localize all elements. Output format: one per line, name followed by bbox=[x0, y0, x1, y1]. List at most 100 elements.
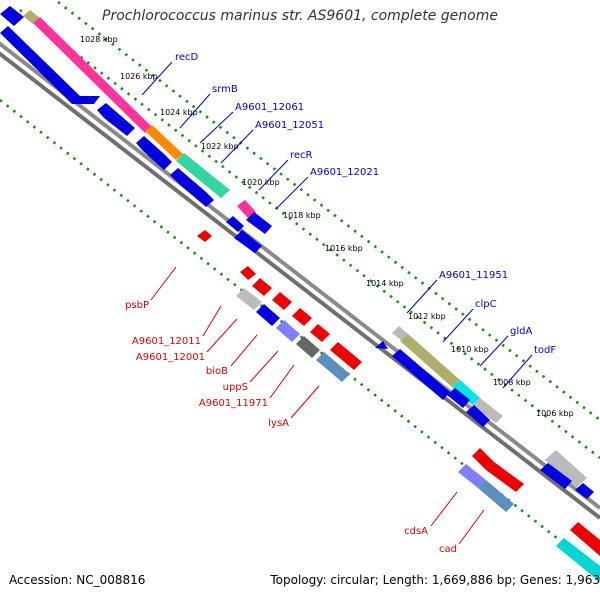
cds-feature[interactable] bbox=[310, 324, 330, 342]
label-leader-line bbox=[220, 129, 254, 164]
label-leader-line bbox=[269, 364, 295, 399]
gene-label[interactable]: clpC bbox=[475, 299, 497, 310]
ruler-tick-label: 1006 kbp bbox=[536, 409, 574, 418]
gene-label[interactable]: A9601_12051 bbox=[255, 120, 324, 131]
gene-label[interactable]: A9601_12021 bbox=[310, 167, 379, 178]
cds-feature[interactable] bbox=[97, 103, 135, 136]
cds-feature-psbP[interactable] bbox=[197, 230, 212, 242]
cds-feature[interactable] bbox=[252, 278, 272, 296]
label-leader-line bbox=[150, 266, 177, 301]
ruler-tick-label: 1016 kbp bbox=[325, 244, 363, 253]
cds-feature-recR[interactable] bbox=[237, 200, 256, 218]
cds-feature-cad[interactable] bbox=[478, 480, 514, 512]
genome-backbone bbox=[0, 41, 600, 520]
backbone-line-outer bbox=[0, 41, 600, 510]
cds-feature[interactable] bbox=[575, 483, 594, 499]
cds-feature[interactable] bbox=[136, 136, 172, 170]
gene-label[interactable]: A9601_12061 bbox=[235, 102, 304, 113]
ruler-tick-label: 1010 kbp bbox=[451, 345, 489, 354]
label-leader-line bbox=[275, 176, 309, 210]
cds-feature[interactable] bbox=[540, 463, 572, 489]
label-leader-line bbox=[430, 491, 458, 527]
gene-label[interactable]: A9601_12001 bbox=[136, 352, 205, 363]
cds-feature-cdsA[interactable] bbox=[458, 464, 486, 488]
cds-feature[interactable] bbox=[23, 10, 40, 24]
cds-feature[interactable] bbox=[292, 308, 312, 326]
label-leader-line bbox=[179, 93, 211, 129]
cds-feature[interactable] bbox=[375, 341, 388, 349]
cds-feature-A9601_12011[interactable] bbox=[236, 288, 262, 310]
ruler-tick-label: 1028 kbp bbox=[80, 35, 118, 44]
label-leader-line bbox=[249, 350, 279, 383]
label-leader-line bbox=[258, 159, 289, 191]
cds-feature-uppS[interactable] bbox=[296, 336, 320, 358]
ruler-tick-label: 1024 kbp bbox=[160, 108, 198, 117]
cds-feature[interactable] bbox=[170, 168, 214, 207]
accession-text: Accession: NC_008816 bbox=[9, 573, 146, 587]
cds-feature[interactable] bbox=[226, 216, 244, 232]
genome-summary-text: Topology: circular; Length: 1,669,886 bp… bbox=[270, 573, 600, 587]
cds-feature[interactable] bbox=[447, 388, 470, 408]
cds-feature[interactable] bbox=[392, 326, 408, 340]
cds-feature[interactable] bbox=[486, 462, 524, 492]
gene-label[interactable]: cad bbox=[439, 544, 457, 555]
ruler-tick-label: 1026 kbp bbox=[120, 72, 158, 81]
label-leader-line bbox=[479, 335, 509, 367]
gene-label[interactable]: A9601_12011 bbox=[132, 336, 201, 347]
cds-feature[interactable] bbox=[545, 450, 587, 488]
cds-feature[interactable] bbox=[570, 522, 600, 556]
gene-label[interactable]: cdsA bbox=[404, 526, 428, 537]
forward-strand bbox=[0, 6, 594, 499]
label-leader-line bbox=[206, 318, 238, 353]
ruler-tick-label: 1022 kbp bbox=[201, 142, 239, 151]
cds-feature-lysA[interactable] bbox=[316, 352, 350, 382]
outer-ring-tick-row bbox=[57, 0, 600, 422]
reverse-strand bbox=[197, 230, 600, 582]
cds-feature[interactable] bbox=[0, 26, 100, 104]
cds-feature-clpC[interactable] bbox=[400, 334, 460, 387]
label-leader-line bbox=[141, 61, 173, 96]
label-leader-line bbox=[458, 509, 485, 545]
gene-label[interactable]: A9601_11951 bbox=[439, 270, 508, 281]
label-leader-line bbox=[230, 334, 258, 367]
cds-feature[interactable] bbox=[0, 6, 24, 26]
genome-title: Prochlorococcus marinus str. AS9601, com… bbox=[102, 8, 498, 24]
ruler-tick-label: 1020 kbp bbox=[242, 178, 280, 187]
cds-feature[interactable] bbox=[466, 405, 490, 427]
label-leader-line bbox=[442, 308, 474, 343]
cds-feature-todF[interactable] bbox=[472, 398, 503, 423]
cds-feature-A9601_12061[interactable] bbox=[176, 153, 230, 198]
labels-layer: 1028 kbp 1026 kbp 1024 kbp 1022 kbp 1020 kbp… bbox=[80, 35, 574, 555]
gene-label[interactable]: lysA bbox=[268, 418, 289, 429]
gene-label[interactable]: gldA bbox=[510, 326, 532, 337]
label-leader-line bbox=[502, 354, 533, 389]
cds-feature[interactable] bbox=[392, 349, 450, 400]
gene-label[interactable]: psbP bbox=[125, 300, 149, 311]
cds-feature[interactable] bbox=[240, 266, 256, 280]
ruler-tick-label: 1018 kbp bbox=[283, 211, 321, 220]
cds-feature-bioB[interactable] bbox=[276, 320, 300, 342]
cds-feature[interactable] bbox=[272, 292, 292, 310]
gene-label[interactable]: A9601_11971 bbox=[199, 398, 268, 409]
gene-label[interactable]: bioB bbox=[206, 366, 228, 377]
cds-feature-recD[interactable] bbox=[33, 17, 152, 133]
cds-feature-gldA[interactable] bbox=[452, 380, 480, 405]
label-leader-line bbox=[406, 279, 438, 314]
ruler-tick-label: 1008 kbp bbox=[493, 378, 531, 387]
gene-label[interactable]: uppS bbox=[223, 382, 248, 393]
cds-feature-A9601_12001[interactable] bbox=[256, 304, 280, 326]
gene-label[interactable]: recD bbox=[175, 52, 199, 63]
gene-label[interactable]: srmB bbox=[212, 84, 238, 95]
label-leader-line bbox=[202, 305, 222, 337]
gene-label[interactable]: todF bbox=[534, 345, 556, 356]
cds-feature[interactable] bbox=[246, 212, 272, 234]
cds-feature[interactable] bbox=[234, 230, 262, 253]
cds-feature[interactable] bbox=[330, 342, 362, 370]
gene-label[interactable]: recR bbox=[290, 150, 313, 161]
dotted-rings bbox=[0, 0, 600, 574]
cds-feature[interactable] bbox=[556, 538, 600, 582]
cds-feature-srmB[interactable] bbox=[145, 125, 183, 160]
cds-feature[interactable] bbox=[472, 448, 494, 470]
